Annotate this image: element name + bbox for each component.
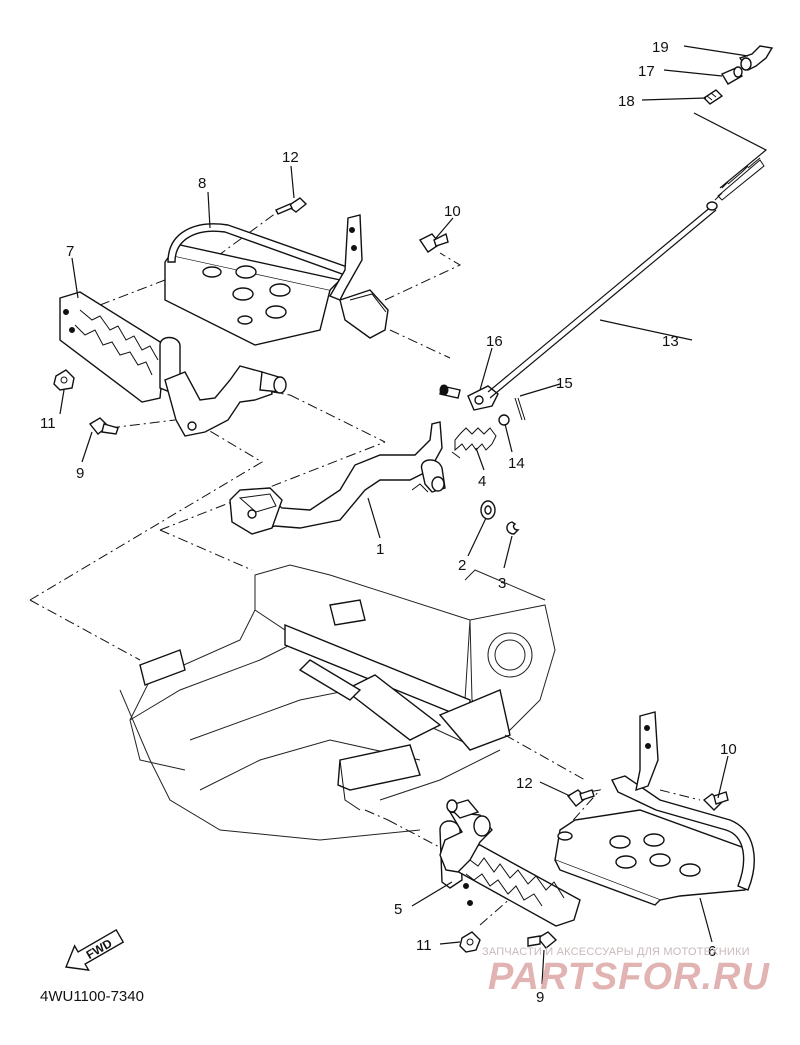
- brake-cable: [487, 157, 765, 399]
- nut-10-upper: [418, 232, 449, 253]
- circlip: [506, 521, 520, 535]
- callout-16: 16: [486, 333, 503, 350]
- callout-2: 2: [458, 557, 466, 574]
- callout-7: 7: [66, 243, 74, 260]
- nut-11-left: [53, 369, 75, 391]
- footrest-arm-right: [439, 799, 493, 873]
- adjuster-sleeve-17: [720, 66, 744, 85]
- nut-11-right: [459, 931, 481, 953]
- washer: [480, 500, 496, 520]
- callout-leaders: [59, 45, 749, 985]
- watermark-logo: PARTSFOR.RU: [488, 956, 770, 998]
- footrest-bracket-right: [554, 711, 755, 906]
- adjuster-nut-18: [702, 89, 724, 105]
- callout-12-upper: 12: [282, 149, 299, 166]
- cable-callout-bracket: [693, 112, 768, 189]
- callout-9-right: 9: [536, 989, 544, 1006]
- callout-4: 4: [478, 473, 486, 490]
- diagram-code: 4WU1100-7340: [40, 988, 144, 1005]
- cotter-pin: [514, 397, 526, 421]
- clevis-washer: [498, 414, 510, 426]
- callout-8: 8: [198, 175, 206, 192]
- brake-pedal: [229, 421, 446, 535]
- callout-15: 15: [556, 375, 573, 392]
- callout-19: 19: [652, 39, 669, 56]
- callout-14: 14: [508, 455, 525, 472]
- callout-18: 18: [618, 93, 635, 110]
- callout-5: 5: [394, 901, 402, 918]
- callout-11-left: 11: [40, 415, 56, 432]
- callout-10-upper: 10: [444, 203, 461, 220]
- bolt-12-upper: [275, 197, 308, 215]
- callout-3: 3: [498, 575, 506, 592]
- clevis: [439, 384, 499, 411]
- frame-assembly: [119, 564, 556, 841]
- nut-10-lower: [702, 791, 729, 811]
- bolt-12-lower: [566, 789, 595, 807]
- callout-12-lower: 12: [516, 775, 533, 792]
- footrest-bracket-left: [164, 214, 389, 346]
- callout-13: 13: [662, 333, 679, 350]
- callout-6: 6: [708, 943, 716, 960]
- callout-numbers: 19 17 18 12 8 10 7 13 16 15 11 9 14 4 1 …: [40, 39, 737, 1006]
- bolt-9-left: [88, 417, 119, 435]
- callout-1: 1: [376, 541, 384, 558]
- callout-10-lower: 10: [720, 741, 737, 758]
- callout-11-right: 11: [416, 937, 432, 954]
- bolt-9-right: [527, 931, 558, 949]
- fwd-arrow: FWD: [65, 928, 125, 972]
- wing-nut-19: [738, 45, 774, 71]
- footrest-arm-left: [164, 365, 287, 437]
- callout-17: 17: [638, 63, 655, 80]
- footrest-left: [59, 291, 181, 403]
- watermark-subtitle: ЗАПЧАСТИ И АКСЕССУАРЫ ДЛЯ МОТОТЕХНИКИ: [482, 946, 750, 958]
- callout-9-left: 9: [76, 465, 84, 482]
- return-spring: [451, 427, 497, 459]
